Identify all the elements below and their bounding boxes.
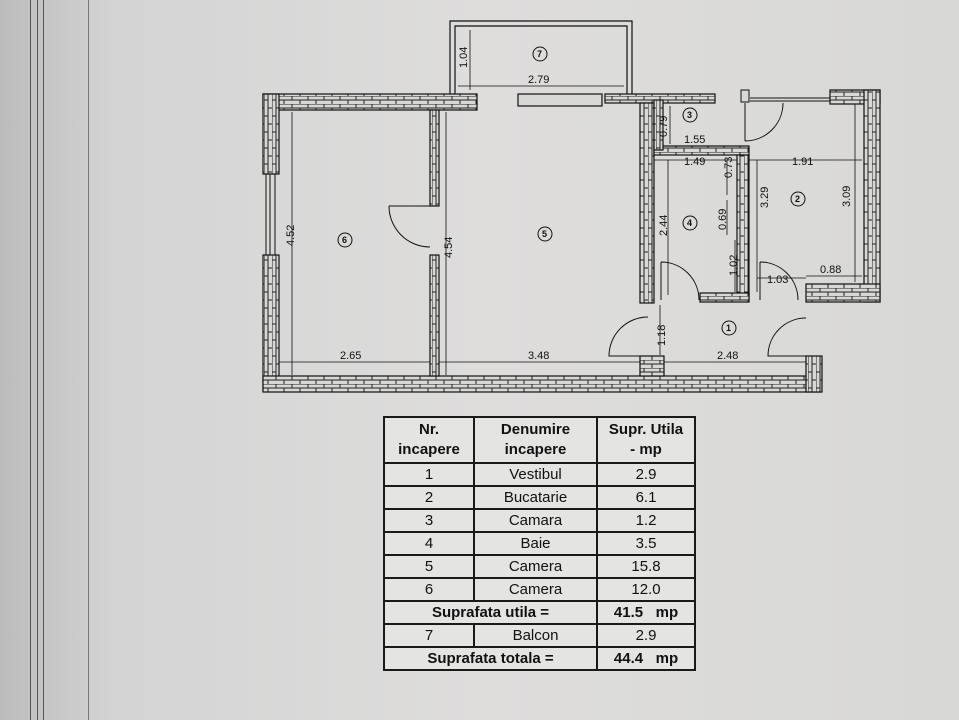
dim-label: 2.48 (717, 350, 738, 362)
dim-label: 1.18 (656, 325, 668, 346)
cell-name: Bucatarie (473, 485, 598, 510)
margin-line (30, 0, 31, 720)
header-nr: Nr.incapere (383, 416, 475, 464)
dim-label: 2.79 (528, 74, 549, 86)
cell-name: Balcon (473, 623, 598, 648)
dim-label: 1.04 (458, 47, 470, 68)
useful-total-label: Suprafata utila = (383, 600, 598, 625)
dim-label: 2.65 (340, 350, 361, 362)
cell-area: 6.1 (596, 485, 696, 510)
dim-label: 3.29 (759, 187, 771, 208)
dim-label: 1.02 (728, 255, 740, 276)
dim-label: 0.79 (658, 116, 670, 137)
dim-label: 0.69 (717, 209, 729, 230)
dim-label: 3.09 (841, 186, 853, 207)
dim-label: 4.52 (285, 225, 297, 246)
dim-label: 1.03 (767, 274, 788, 286)
cell-area: 2.9 (596, 623, 696, 648)
walls (262, 89, 881, 393)
cell-name: Camera (473, 577, 598, 602)
dim-label: 0.73 (723, 157, 735, 178)
cell-nr: 6 (383, 577, 475, 602)
cell-nr: 5 (383, 554, 475, 579)
cell-name: Camera (473, 554, 598, 579)
cell-area: 12.0 (596, 577, 696, 602)
room-number: 5 (542, 229, 547, 239)
cell-area: 15.8 (596, 554, 696, 579)
margin-line (37, 0, 38, 720)
doors (388, 89, 807, 357)
room-markers: 1 2 3 4 5 6 7 (337, 46, 806, 336)
cell-name: Camara (473, 508, 598, 533)
grand-total-label: Suprafata totala = (383, 646, 598, 671)
cell-nr: 2 (383, 485, 475, 510)
cell-name: Vestibul (473, 462, 598, 487)
dim-label: 3.48 (528, 350, 549, 362)
cell-nr: 4 (383, 531, 475, 556)
dim-label: 1.91 (792, 156, 813, 168)
grand-total-row: Suprafata totala = 44.4 mp (383, 646, 696, 671)
room-number: 3 (687, 110, 692, 120)
cell-nr: 7 (383, 623, 475, 648)
room-number: 4 (687, 218, 692, 228)
cell-nr: 3 (383, 508, 475, 533)
window (265, 97, 830, 255)
dim-label: 0.88 (820, 264, 841, 276)
margin-line (88, 0, 89, 720)
grand-total-value: 44.4 mp (596, 646, 696, 671)
room-number: 1 (726, 323, 731, 333)
cell-area: 1.2 (596, 508, 696, 533)
useful-total-row: Suprafata utila = 41.5 mp (383, 600, 696, 625)
room-number: 2 (795, 194, 800, 204)
room-number: 6 (342, 235, 347, 245)
cell-name: Baie (473, 531, 598, 556)
cell-area: 2.9 (596, 462, 696, 487)
dimension-lines (279, 30, 862, 375)
floor-plan: 4.52 2.65 4.54 3.48 2.79 1.04 0.79 1.55 … (262, 20, 881, 393)
dim-label: 4.54 (443, 237, 455, 258)
balcony (449, 20, 633, 107)
cell-nr: 1 (383, 462, 475, 487)
dim-label: 1.49 (684, 156, 705, 168)
dimension-labels: 4.52 2.65 4.54 3.48 2.79 1.04 0.79 1.55 … (285, 47, 853, 362)
room-number: 7 (537, 49, 542, 59)
dim-label: 1.55 (684, 134, 705, 146)
useful-total-value: 41.5 mp (596, 600, 696, 625)
cell-area: 3.5 (596, 531, 696, 556)
header-area: Supr. Utila- mp (596, 416, 696, 464)
dim-label: 2.44 (658, 215, 670, 236)
margin-line (43, 0, 44, 720)
